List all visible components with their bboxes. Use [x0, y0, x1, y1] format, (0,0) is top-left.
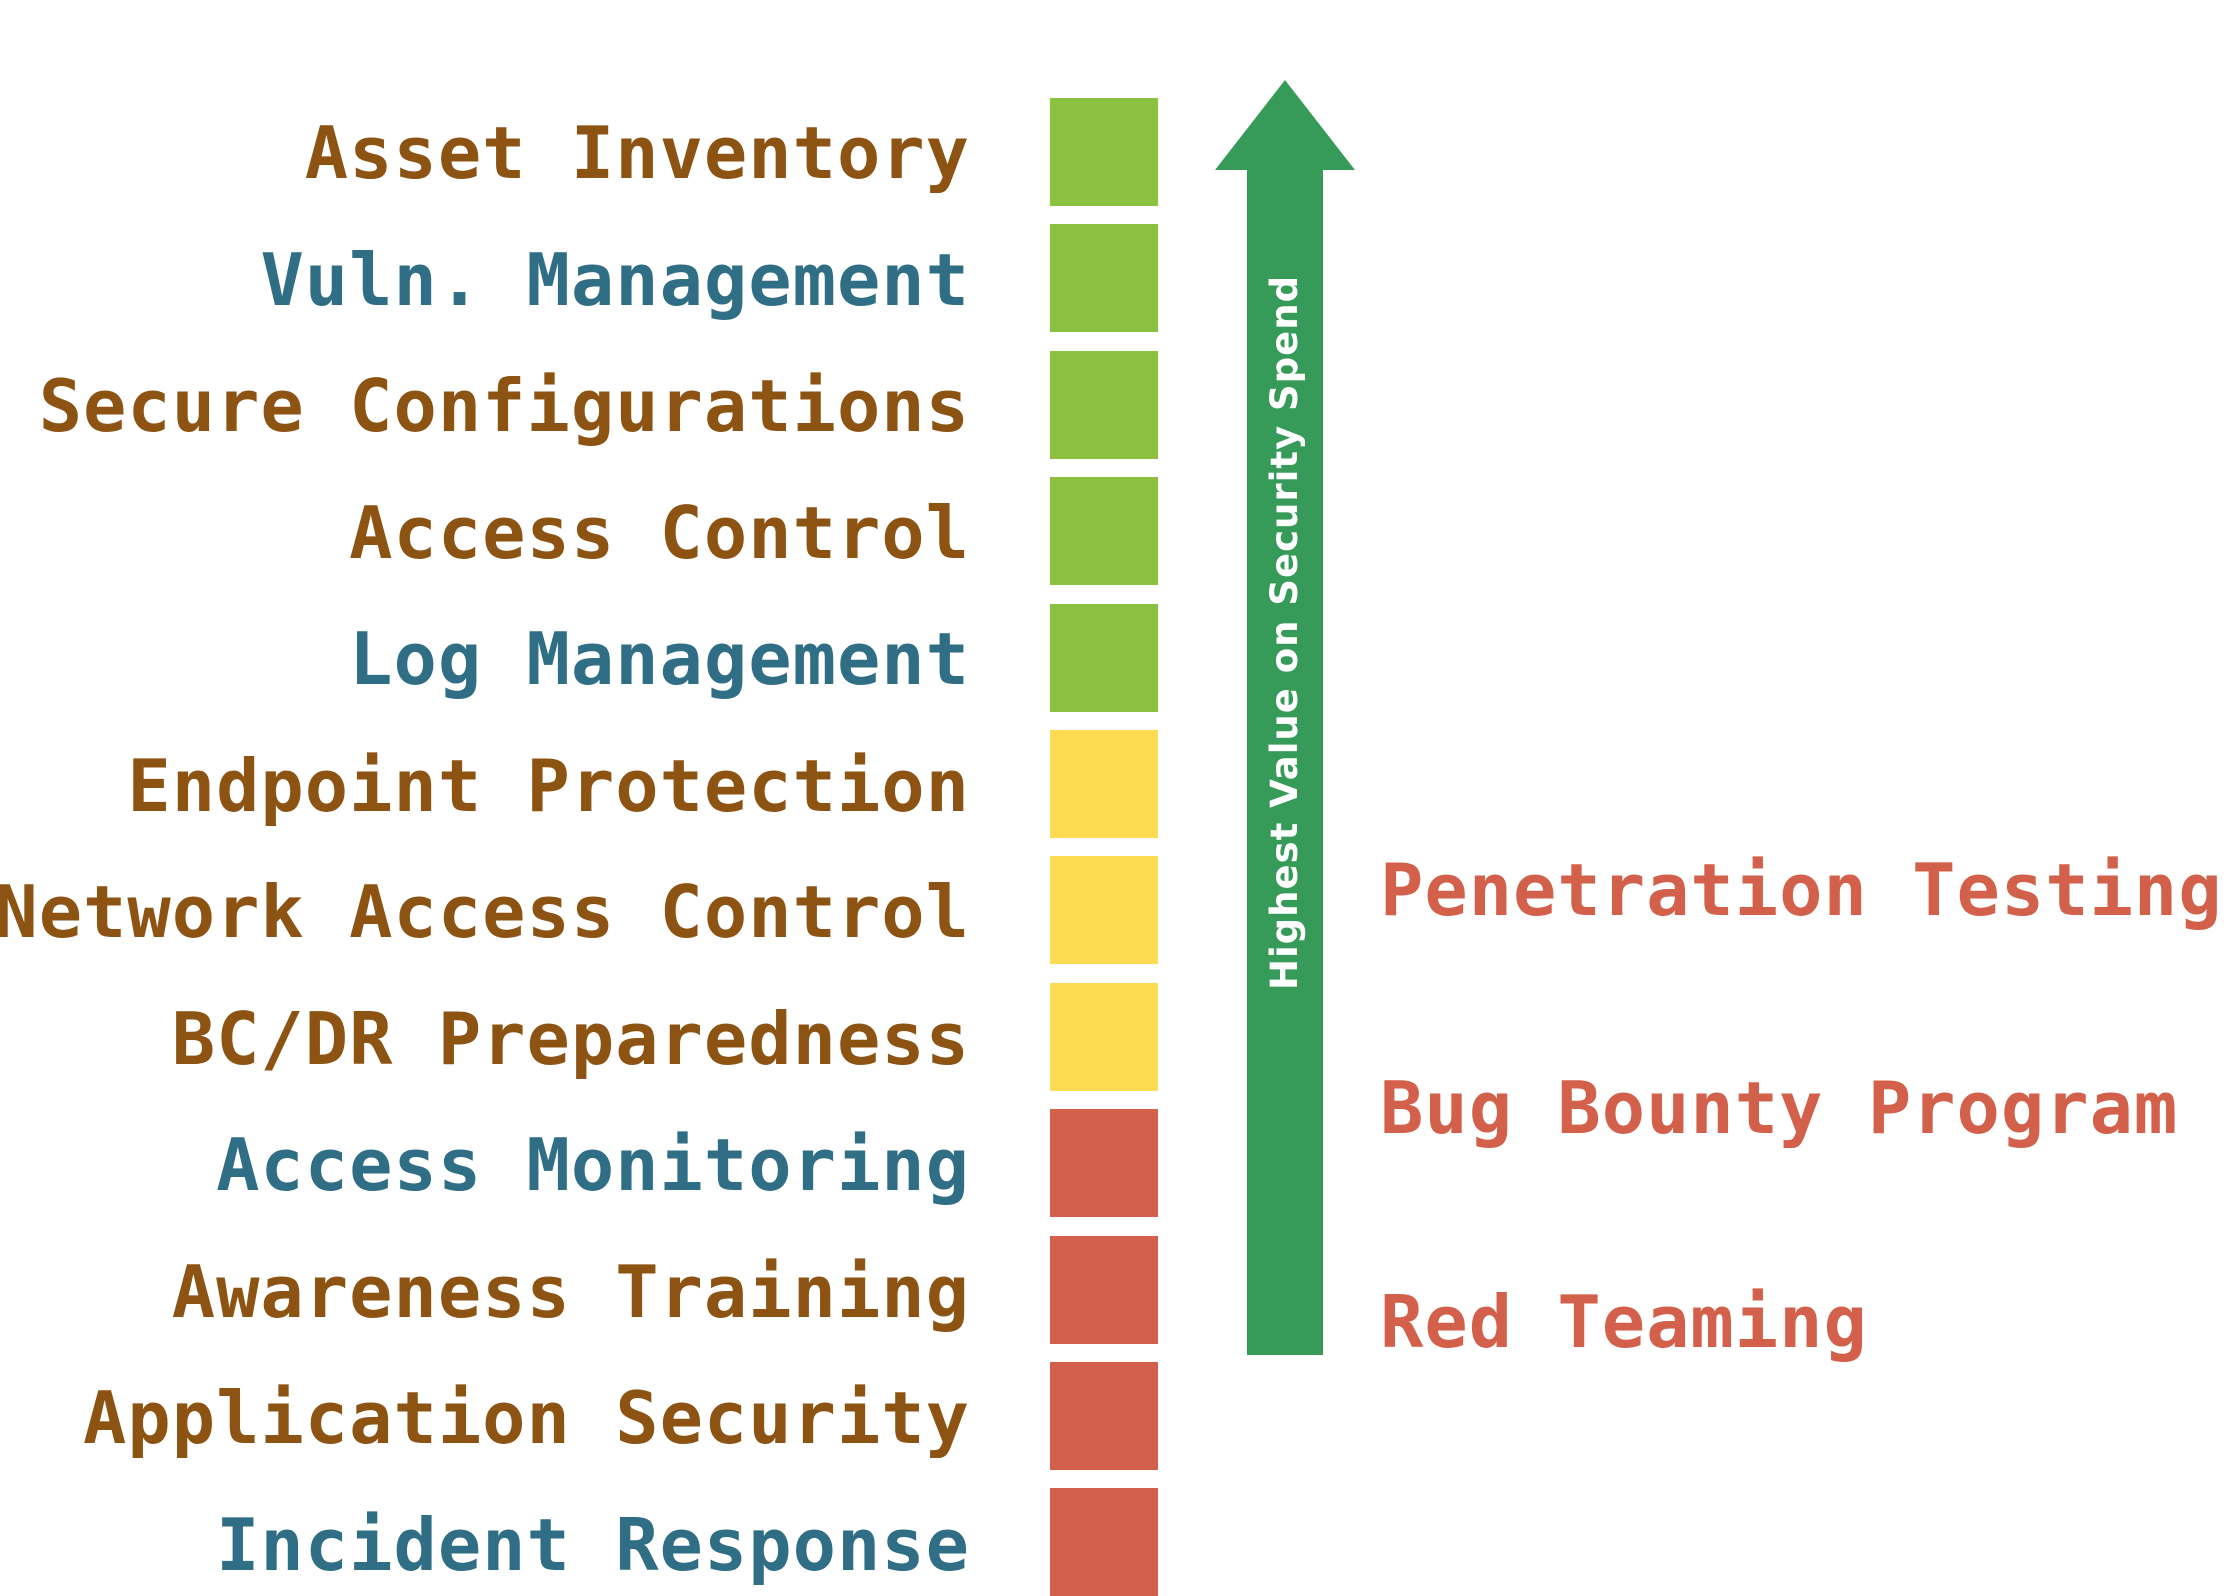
left-label-access-monitoring: Access Monitoring [216, 1123, 970, 1207]
tier-block [1050, 982, 1158, 1091]
tier-block [1050, 1488, 1158, 1596]
arrow-up-icon [1215, 80, 1355, 1355]
right-label-penetration-testing: Penetration Testing [1380, 848, 2223, 932]
tier-block [1050, 730, 1158, 838]
left-label-network-access-control: Network Access Control [0, 870, 970, 954]
tier-block [1050, 224, 1158, 333]
value-arrow: Highest Value on Security Spend [1215, 80, 1355, 1355]
tier-block [1050, 477, 1158, 586]
left-label-secure-configurations: Secure Configurations [38, 364, 970, 448]
left-label-endpoint-protection: Endpoint Protection [127, 743, 970, 828]
right-label-red-teaming: Red Teaming [1380, 1280, 1868, 1364]
tier-block [1050, 1235, 1158, 1344]
arrow-label: Highest Value on Security Spend [1263, 274, 1306, 990]
left-label-access-control: Access Control [349, 490, 970, 575]
left-label-application-security: Application Security [83, 1376, 970, 1460]
tier-block [1050, 1109, 1158, 1218]
tier-block [1050, 98, 1158, 206]
tier-block [1050, 856, 1158, 965]
left-label-log-management: Log Management [349, 617, 970, 701]
left-label-awareness-training: Awareness Training [171, 1249, 970, 1334]
security-spend-diagram: Asset Inventory Vuln. Management Secure … [0, 80, 2223, 1596]
arrow-shape [1215, 80, 1355, 1355]
tier-block [1050, 350, 1158, 459]
left-label-vuln-management: Vuln. Management [260, 237, 970, 322]
tier-block [1050, 1362, 1158, 1470]
right-label-bug-bounty-program: Bug Bounty Program [1380, 1066, 2179, 1150]
left-label-incident-response: Incident Response [216, 1502, 970, 1587]
left-label-asset-inventory: Asset Inventory [304, 111, 970, 195]
left-label-bcdr-preparedness: BC/DR Preparedness [171, 996, 970, 1081]
tier-block [1050, 603, 1158, 712]
